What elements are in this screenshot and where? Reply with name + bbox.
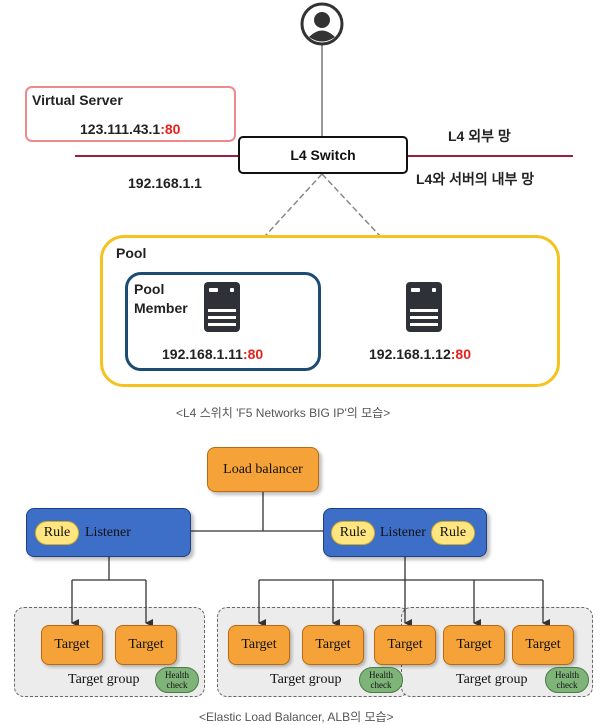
load-balancer-box: Load balancer (207, 447, 319, 492)
rule-badge: Rule (430, 520, 475, 545)
health-text-1: Health (369, 670, 393, 680)
listener-label: Listener (85, 524, 131, 540)
health-text-2: check (166, 680, 188, 690)
target-box: Target (115, 625, 177, 665)
alb-connections (71, 492, 550, 627)
health-text-1: Health (555, 670, 579, 680)
pool-member-label-2: Member (134, 300, 188, 316)
health-text-2: check (556, 680, 578, 690)
member1-port: :80 (242, 346, 264, 362)
target-group-label-3: Target group (456, 672, 528, 687)
l4-switch-box: L4 Switch (238, 136, 408, 174)
virtual-server-title: Virtual Server (32, 92, 123, 108)
l4-caption: <L4 스위치 'F5 Networks BIG IP'의 모습> (176, 406, 391, 420)
target-box: Target (374, 625, 436, 665)
virtual-server-box (25, 86, 236, 142)
rule-badge: Rule (35, 520, 79, 545)
vs-port-text: :80 (160, 121, 181, 137)
listener-left: Rule Listener (26, 508, 191, 557)
link-member1 (221, 173, 323, 284)
member1-ip: 192.168.1.11 (162, 346, 243, 362)
target-box: Target (228, 625, 290, 665)
user-icon (300, 2, 344, 46)
gateway-ip-label: 192.168.1.1 (128, 175, 202, 191)
virtual-server-ip: 123.111.43.1:80 (80, 121, 180, 137)
target-group-label-1: Target group (68, 672, 140, 687)
health-text-2: check (370, 680, 392, 690)
rule-badge: Rule (331, 520, 375, 545)
member2-ip: 192.168.1.12 (369, 346, 451, 362)
listener-label: Listener (380, 524, 426, 540)
pool-box (100, 235, 560, 387)
target-box: Target (302, 625, 364, 665)
member1-address: 192.168.1.11:80 (162, 346, 263, 362)
internal-network-label: L4와 서버의 내부 망 (416, 171, 535, 187)
health-text-1: Health (165, 670, 189, 680)
alb-caption: <Elastic Load Balancer, ALB의 모습> (199, 710, 394, 724)
member2-port: :80 (450, 346, 471, 362)
server-icon (406, 282, 442, 332)
target-box: Target (41, 625, 103, 665)
link-member2 (321, 173, 425, 284)
target-box: Target (443, 625, 505, 665)
member2-address: 192.168.1.12:80 (369, 346, 471, 362)
listener-right: Rule Listener Rule (323, 508, 487, 557)
target-box: Target (512, 625, 574, 665)
pool-member-label-1: Pool (134, 281, 165, 297)
vs-ip-text: 123.111.43.1 (80, 121, 161, 137)
target-group-label-2: Target group (270, 672, 342, 687)
pool-label: Pool (116, 245, 147, 261)
external-network-label: L4 외부 망 (448, 128, 511, 144)
server-icon (204, 282, 240, 332)
